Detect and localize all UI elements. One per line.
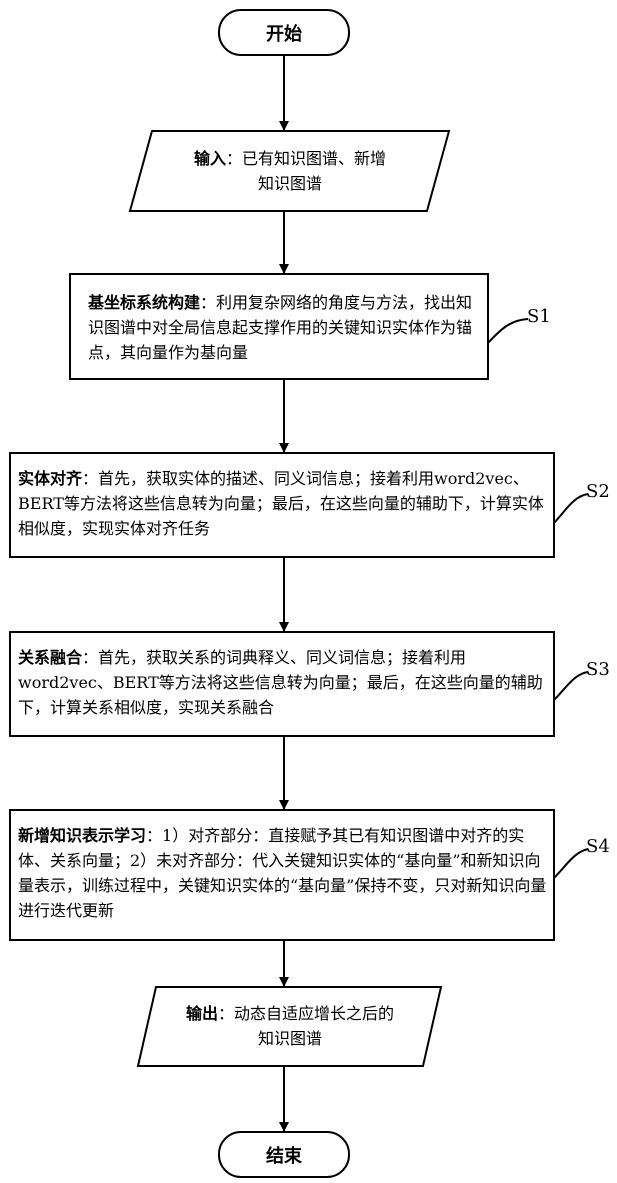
start-label: 开始: [219, 20, 349, 46]
s3-text: 关系融合：首先，获取关系的词典释义、同义词信息；接着利用word2vec、BER…: [18, 645, 548, 720]
s4-title: 新增知识表示学习: [18, 826, 146, 845]
input-title: 输入: [194, 149, 226, 168]
s4-text: 新增知识表示学习：1）对齐部分：直接赋予其已有知识图谱中对齐的实体、关系向量；2…: [18, 823, 548, 923]
output-text: 输出：动态自适应增长之后的知识图谱: [185, 1001, 395, 1051]
s2-title: 实体对齐: [18, 469, 82, 488]
s2-text: 实体对齐：首先，获取实体的描述、同义词信息；接着利用word2vec、BERT等…: [18, 466, 548, 541]
output-description: ：动态自适应增长之后的知识图谱: [218, 1004, 394, 1048]
s4-leader-line: [554, 849, 588, 878]
output-title: 输出: [186, 1004, 218, 1023]
s1-step-label: S1: [527, 306, 551, 327]
s2-description: ：首先，获取实体的描述、同义词信息；接着利用word2vec、BERT等方法将这…: [18, 469, 544, 538]
s3-title: 关系融合: [18, 648, 82, 667]
end-label: 结束: [219, 1142, 349, 1168]
s1-leader-line: [488, 319, 528, 343]
input-text: 输入：已有知识图谱、新增知识图谱: [190, 146, 390, 196]
s4-step-label: S4: [586, 836, 610, 857]
s3-leader-line: [554, 672, 588, 700]
s2-step-label: S2: [586, 481, 610, 502]
s3-description: ：首先，获取关系的词典释义、同义词信息；接着利用word2vec、BERT等方法…: [18, 648, 543, 717]
s3-step-label: S3: [586, 659, 610, 680]
s2-leader-line: [554, 494, 588, 523]
input-description: ：已有知识图谱、新增知识图谱: [226, 149, 386, 193]
s1-text: 基坐标系统构建：利用复杂网络的角度与方法，找出知识图谱中对全局信息起支撑作用的关…: [88, 290, 478, 365]
s1-title: 基坐标系统构建: [88, 293, 200, 312]
